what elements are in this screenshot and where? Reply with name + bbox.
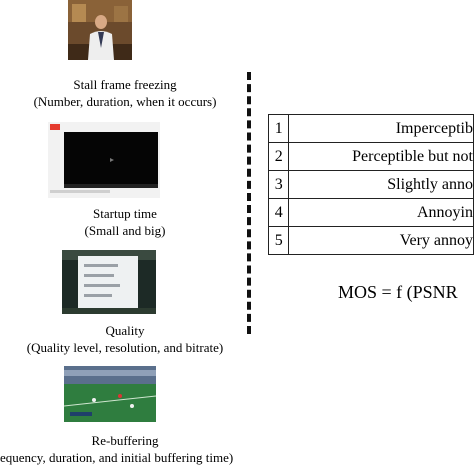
- mos-label: Slightly anno: [289, 171, 474, 199]
- stall-frame-thumbnail: [68, 0, 132, 60]
- startup-time-caption: Startup time (Small and big): [0, 205, 250, 239]
- table-row: 5 Very annoy: [269, 227, 474, 255]
- video-player-image: [48, 122, 160, 198]
- table-row: 1 Imperceptib: [269, 115, 474, 143]
- stall-frame-caption: Stall frame freezing (Number, duration, …: [0, 76, 250, 110]
- mos-label: Perceptible but not: [289, 143, 474, 171]
- mos-score: 2: [269, 143, 289, 171]
- stall-frame-title: Stall frame freezing: [0, 76, 250, 93]
- dashed-divider: [247, 72, 251, 334]
- mos-scale-table: 1 Imperceptib 2 Perceptible but not 3 Sl…: [268, 114, 474, 255]
- mos-label: Imperceptib: [289, 115, 474, 143]
- table-row: 3 Slightly anno: [269, 171, 474, 199]
- startup-time-detail: (Small and big): [0, 222, 250, 239]
- presenter-video-image: [68, 0, 132, 60]
- mos-score: 4: [269, 199, 289, 227]
- mos-score: 3: [269, 171, 289, 199]
- rebuffering-title: Re-buffering: [0, 432, 250, 449]
- table-row: 4 Annoyin: [269, 199, 474, 227]
- mos-label: Very annoy: [289, 227, 474, 255]
- mos-label: Annoyin: [289, 199, 474, 227]
- mos-formula: MOS = f (PSNR: [338, 282, 458, 303]
- quality-caption: Quality (Quality level, resolution, and …: [0, 322, 250, 356]
- quality-detail: (Quality level, resolution, and bitrate): [0, 339, 250, 356]
- startup-time-thumbnail: [48, 122, 160, 198]
- rebuffering-detail: equency, duration, and initial buffering…: [0, 449, 250, 466]
- mos-score: 5: [269, 227, 289, 255]
- quality-thumbnail: [62, 250, 156, 314]
- stall-frame-detail: (Number, duration, when it occurs): [0, 93, 250, 110]
- quality-menu-image: [62, 250, 156, 314]
- quality-title: Quality: [0, 322, 250, 339]
- rebuffering-thumbnail: [64, 366, 156, 422]
- sports-field-image: [64, 366, 156, 422]
- startup-time-title: Startup time: [0, 205, 250, 222]
- rebuffering-caption: Re-buffering equency, duration, and init…: [0, 432, 250, 466]
- table-row: 2 Perceptible but not: [269, 143, 474, 171]
- mos-score: 1: [269, 115, 289, 143]
